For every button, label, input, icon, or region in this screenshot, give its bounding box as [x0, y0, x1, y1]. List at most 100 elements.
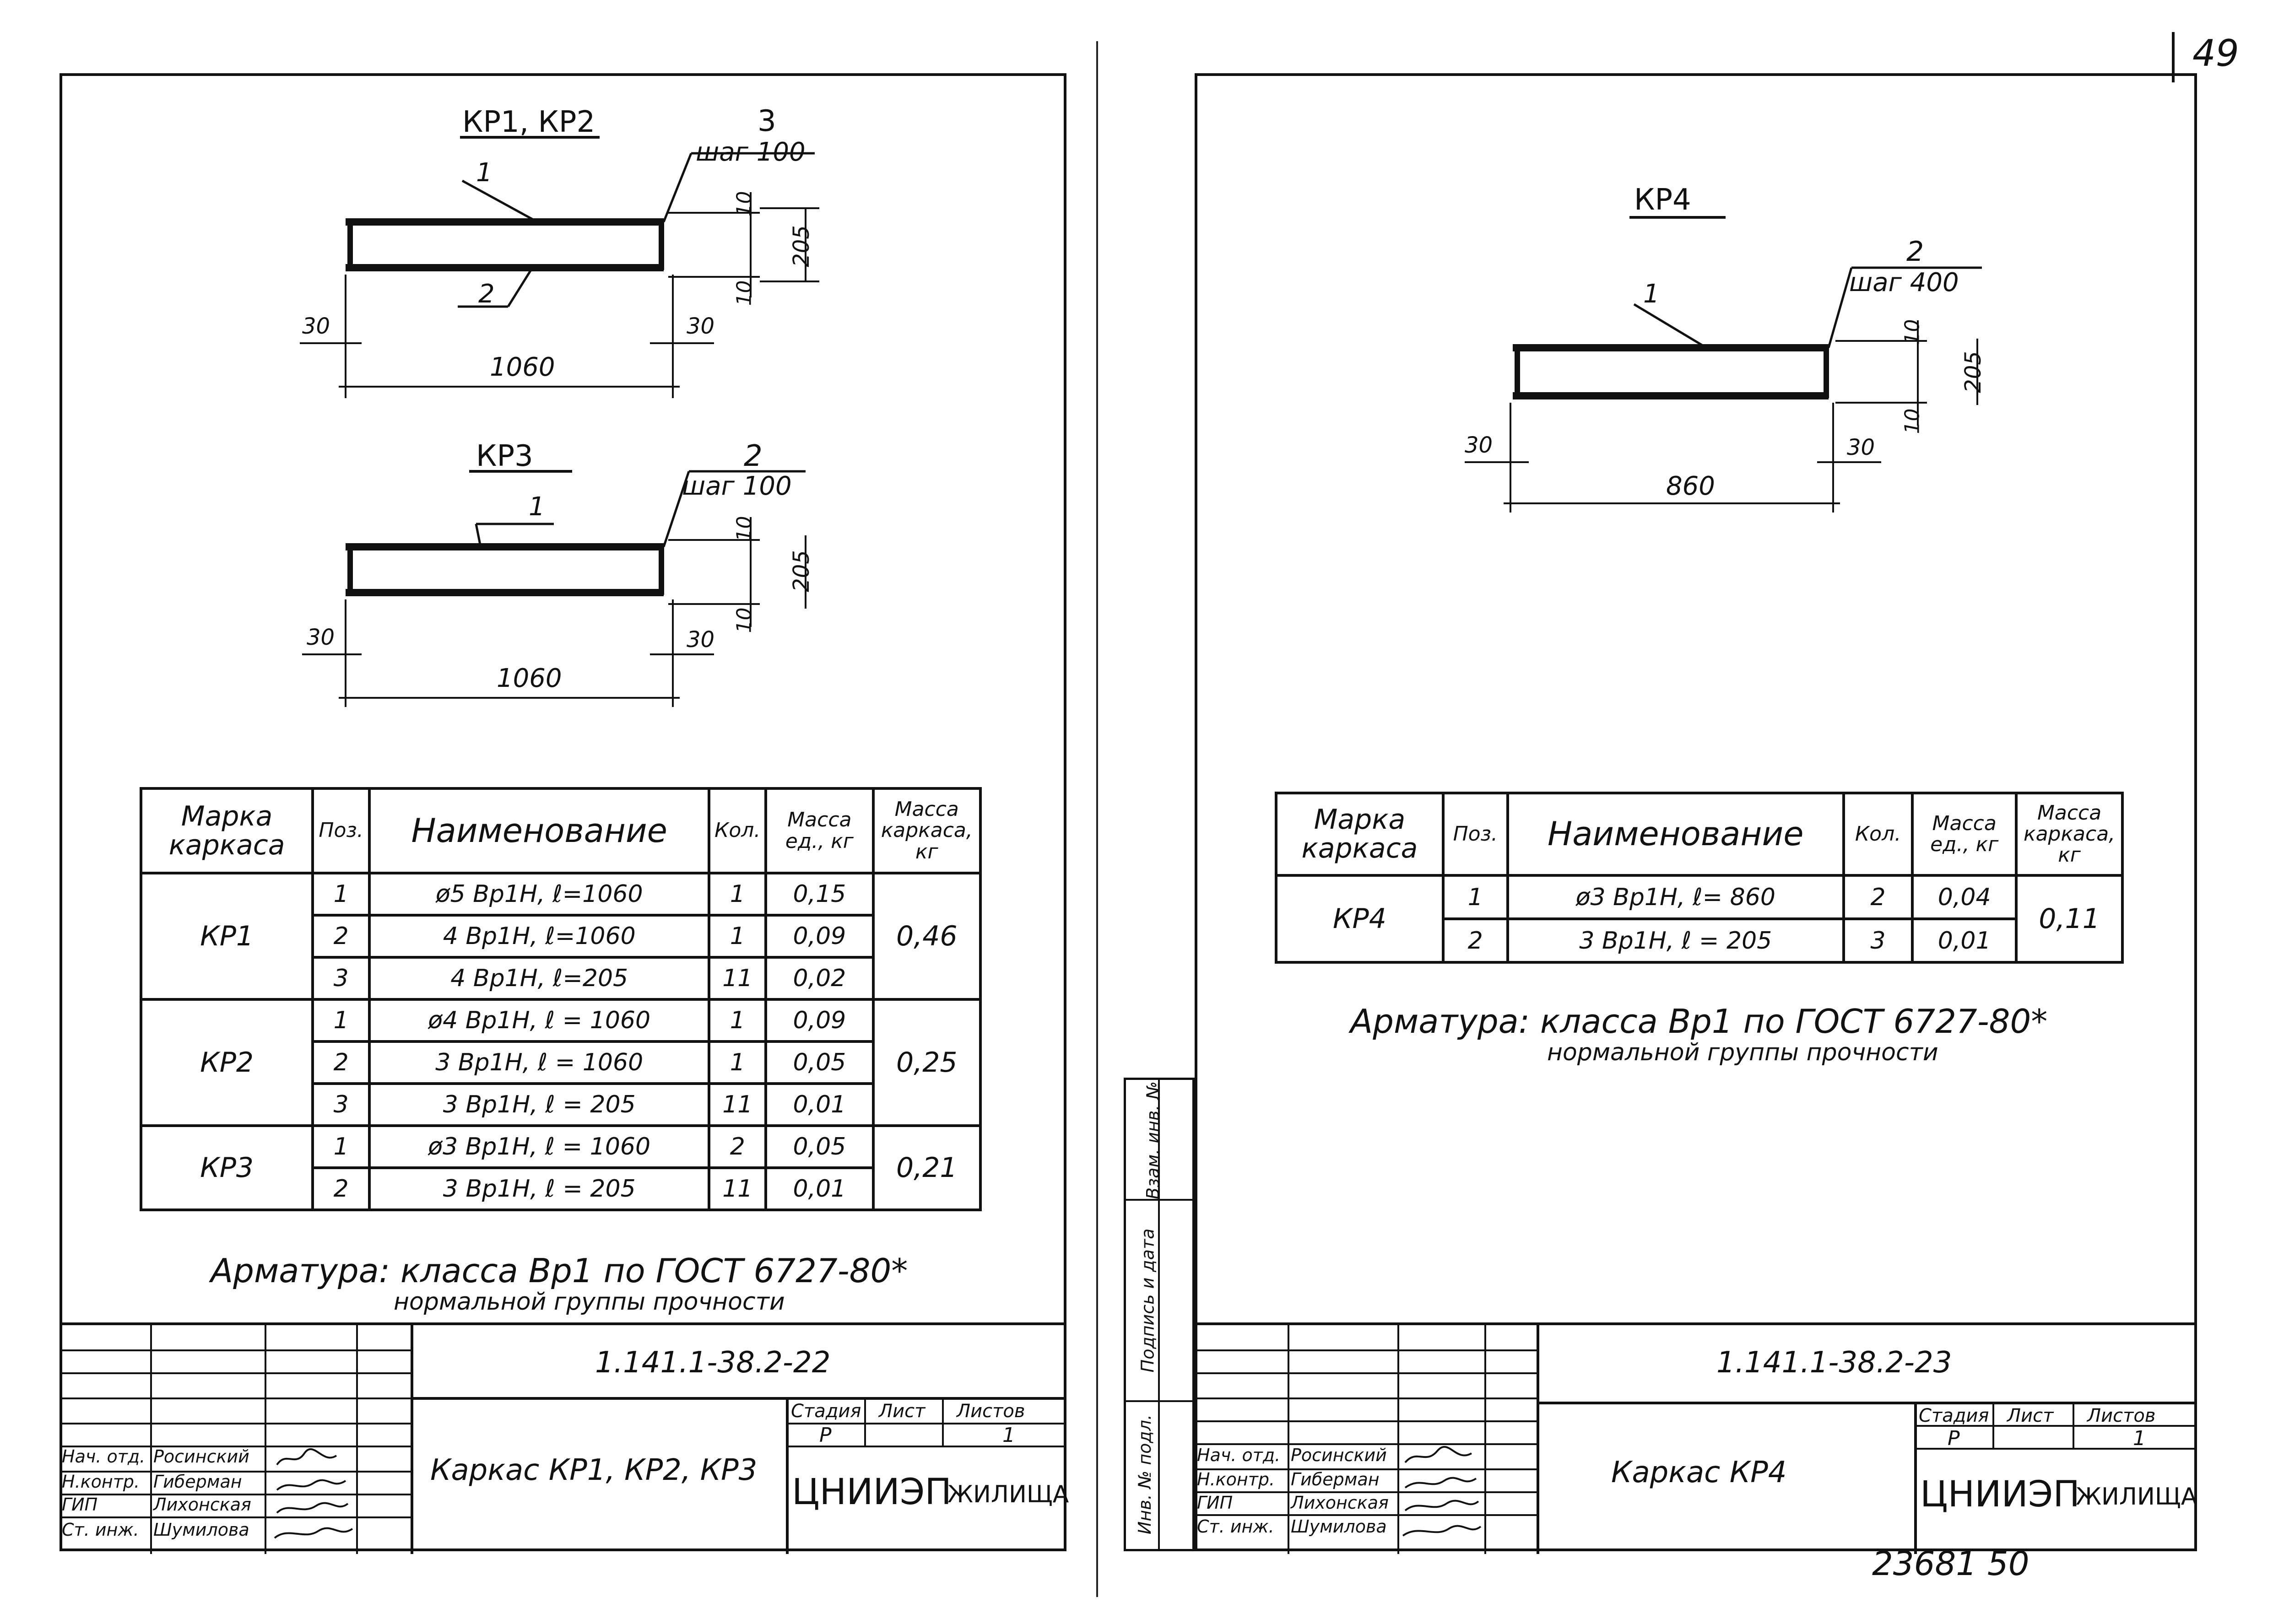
person-role: ГИП [1197, 1493, 1233, 1513]
frame-mark: КР4 [1275, 874, 1445, 964]
drawing1-rebar3-label: 3 [758, 104, 776, 138]
row-pos: 2 [1441, 917, 1509, 964]
row-unit-mass: 0,05 [764, 1124, 875, 1169]
right-signatures [1402, 1446, 1482, 1537]
right-note-line1: Арматура: класса Вр1 по ГОСТ 6727-80* [1350, 1002, 2048, 1041]
frame-mark: КР3 [139, 1124, 314, 1211]
row-qty: 11 [708, 1082, 768, 1127]
row-name: ø3 Вр1Н, ℓ = 1060 [368, 1124, 711, 1169]
person-role: Н.контр. [1197, 1469, 1275, 1489]
row-qty: 1 [708, 1040, 768, 1085]
drawing2-title: КР3 [476, 439, 533, 473]
row-unit-mass: 0,01 [1911, 917, 2018, 964]
kr4-dim-height: 205 [1960, 351, 1986, 393]
row-name: 3 Вр1Н, ℓ = 205 [1506, 917, 1845, 964]
drawing2-length: 1060 [497, 664, 562, 693]
signature-mark [274, 1527, 353, 1539]
row-qty: 2 [708, 1124, 768, 1169]
signature-mark [276, 1502, 349, 1514]
row-pos: 2 [311, 1166, 371, 1211]
drawing2-label1: 1 [529, 492, 545, 522]
kr4-label1: 1 [1643, 279, 1660, 309]
row-qty: 1 [708, 914, 768, 959]
drawing2-dim-height: 205 [788, 550, 814, 592]
signature-mark [1404, 1446, 1472, 1463]
row-name: ø4 Вр1Н, ℓ = 1060 [368, 998, 711, 1043]
header-qty: Кол. [1842, 792, 1914, 877]
row-qty: 1 [708, 998, 768, 1043]
drawing2-dim-bottom: 10 [732, 607, 756, 633]
bottom-archive-code: 23681 50 [1872, 1544, 2029, 1583]
kr4-length: 860 [1666, 471, 1715, 501]
left-signatures [274, 1448, 353, 1539]
drawing1-label1: 1 [476, 158, 492, 188]
left-title-block: 1.141.1-38.2-22 Каркас КР1, КР2, КР3 Ста… [60, 1322, 1069, 1554]
row-unit-mass: 0,15 [764, 872, 875, 917]
left-spec-table: Марка каркаса Поз. Наименование Кол. Мас… [139, 787, 982, 1211]
kr4-dim-top: 10 [1900, 319, 1924, 345]
drawing1-dim-top: 10 [732, 191, 756, 217]
row-unit-mass: 0,04 [1911, 874, 2018, 920]
person-name: Шумилова [1291, 1516, 1387, 1537]
right-sheet-label: Лист [2007, 1405, 2054, 1426]
row-name: 3 Вр1Н, ℓ = 205 [368, 1166, 711, 1211]
right-doc-code: 1.141.1-38.2-23 [1716, 1346, 1952, 1380]
header-name: Наименование [368, 787, 711, 874]
drawing2-step: шаг 100 [682, 471, 792, 501]
side-stamp-podpis: Подпись и дата [1137, 1228, 1158, 1373]
drawing2-dim-right: 30 [687, 627, 715, 653]
person-role: Ст. инж. [1197, 1516, 1274, 1537]
kr4-dim-bottom: 10 [1900, 408, 1924, 434]
right-spec-table: Марка каркаса Поз. Наименование Кол. Мас… [1275, 792, 2124, 964]
row-unit-mass: 0,09 [764, 998, 875, 1043]
side-stamp-inv: Инв. № подл. [1135, 1414, 1155, 1535]
page-number-box [2172, 32, 2175, 82]
person-role: Нач. отд. [1197, 1445, 1281, 1465]
row-unit-mass: 0,01 [764, 1082, 875, 1127]
kr4-title: КР4 [1634, 183, 1691, 217]
header-mass-frame: Масса каркаса, кг [2015, 792, 2124, 877]
row-pos: 3 [311, 1082, 371, 1127]
header-mass-frame: Масса каркаса, кг [871, 787, 982, 874]
side-stamp: Взам. инв. № Подпись и дата Инв. № подл. [1124, 1078, 1195, 1551]
right-doc-title: Каркас КР4 [1611, 1456, 1787, 1489]
right-org-name: ЦНИИЭП [1920, 1474, 2080, 1515]
header-qty: Кол. [708, 787, 768, 874]
row-pos: 1 [311, 998, 371, 1043]
signature-mark [1404, 1500, 1479, 1511]
right-sheets-value: 1 [2133, 1427, 2146, 1450]
left-sheets-label: Листов [957, 1401, 1025, 1422]
left-sheet-label: Лист [879, 1401, 925, 1422]
frame-mark: КР1 [139, 872, 314, 1001]
person-name: Росинский [1291, 1445, 1387, 1465]
left-stage-value: Р [819, 1424, 832, 1447]
header-name: Наименование [1506, 792, 1845, 877]
sheet-divider [1096, 41, 1098, 1597]
row-qty: 1 [708, 872, 768, 917]
right-stage-value: Р [1948, 1427, 1960, 1450]
header-pos: Поз. [311, 787, 371, 874]
row-name: ø5 Вр1Н, ℓ=1060 [368, 872, 711, 917]
row-pos: 1 [311, 1124, 371, 1169]
left-doc-title: Каркас КР1, КР2, КР3 [430, 1453, 758, 1487]
left-org-name: ЦНИИЭП [792, 1472, 952, 1513]
row-name: ø3 Вр1Н, ℓ= 860 [1506, 874, 1845, 920]
kr4-dim-right: 30 [1847, 435, 1875, 460]
drawing1-label2: 2 [478, 279, 495, 309]
row-pos: 1 [311, 872, 371, 917]
kr4-step: шаг 400 [1849, 268, 1959, 297]
row-qty: 11 [708, 1166, 768, 1211]
person-name: Гиберман [1291, 1469, 1380, 1489]
row-pos: 1 [1441, 874, 1509, 920]
header-mark: Марка каркаса [139, 787, 314, 874]
right-org-suffix: жилища [2076, 1483, 2197, 1511]
drawing1-dim-right: 30 [687, 313, 715, 339]
row-pos: 2 [311, 914, 371, 959]
right-sheets-label: Листов [2087, 1405, 2156, 1426]
person-name: Росинский [153, 1446, 249, 1467]
left-note-line1: Арматура: класса Вр1 по ГОСТ 6727-80* [211, 1252, 908, 1290]
drawing1-step: шаг 100 [696, 137, 806, 167]
header-mass-unit: Масса ед., кг [764, 787, 875, 874]
drawing1-title: КР1, КР2 [462, 105, 595, 139]
